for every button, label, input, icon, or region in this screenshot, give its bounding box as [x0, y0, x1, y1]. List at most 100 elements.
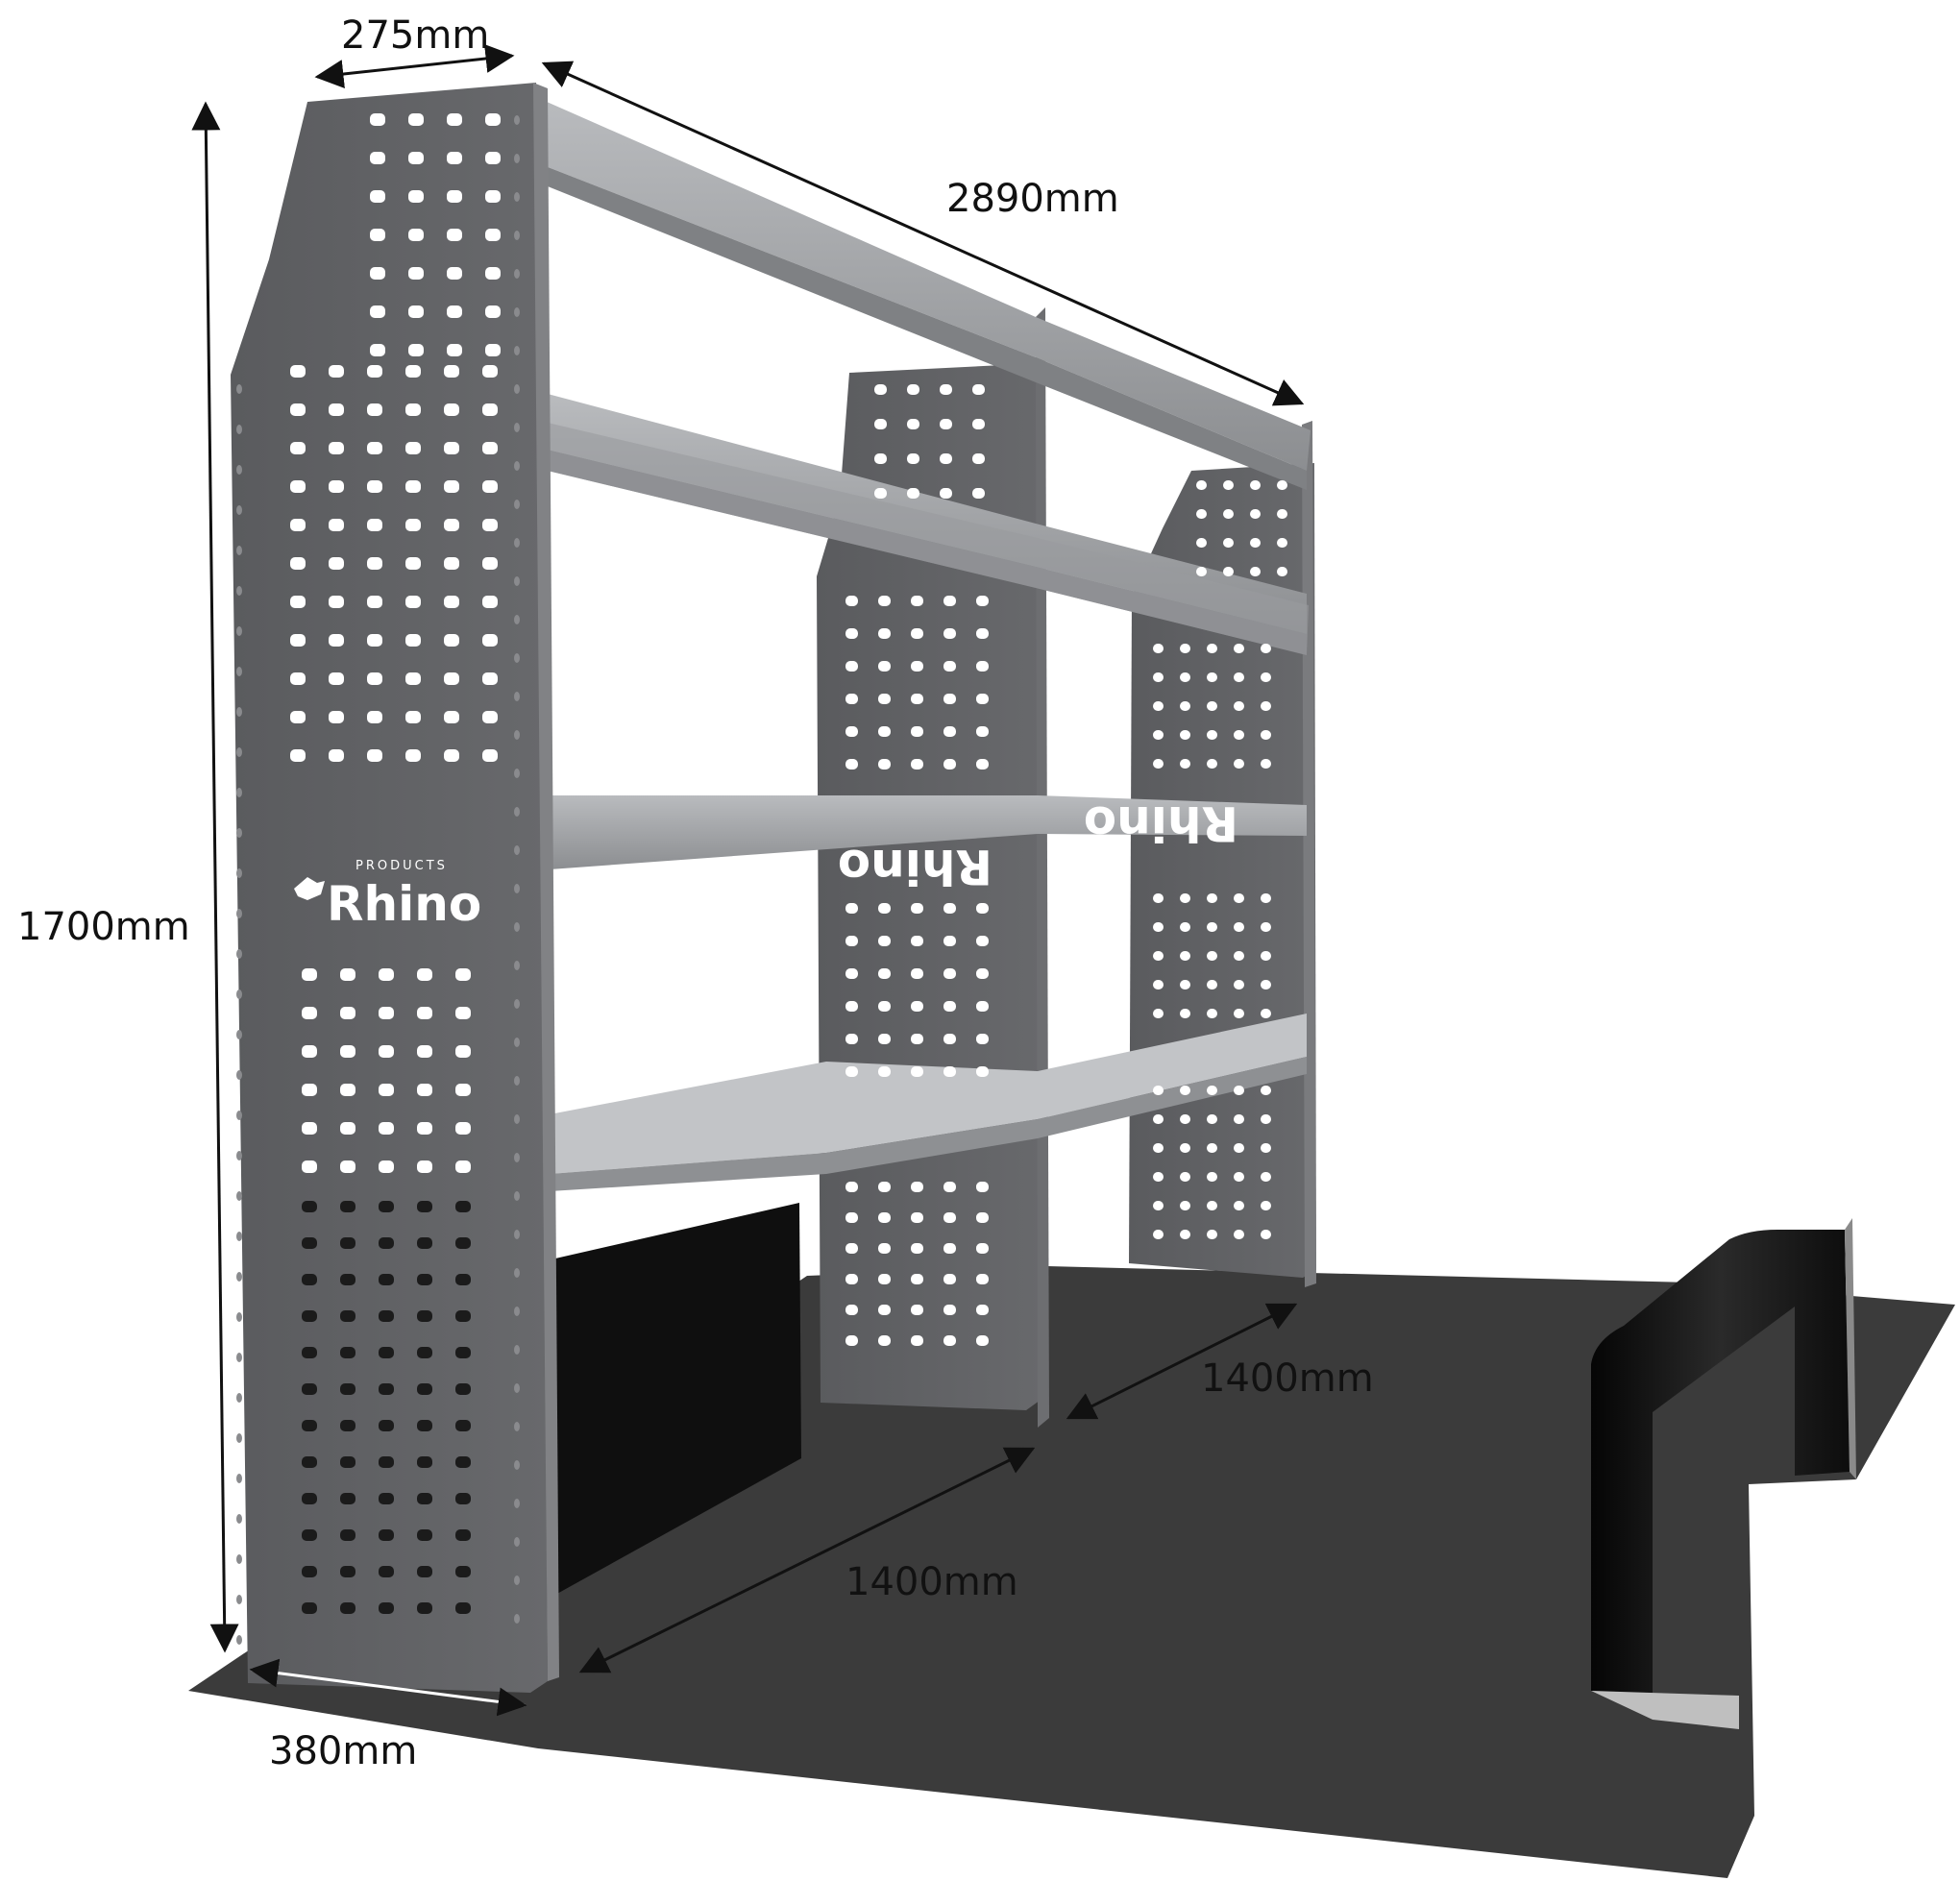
- perforation-hole: [340, 1045, 355, 1058]
- perforation-hole: [1234, 980, 1244, 989]
- perforation-slot: [514, 884, 520, 893]
- perforation-hole: [1234, 644, 1244, 653]
- perforation-hole: [290, 596, 306, 608]
- perforation-hole: [1180, 730, 1190, 740]
- perforation-slot: [514, 1076, 520, 1086]
- label-height: 1700mm: [17, 905, 190, 949]
- perforation-hole: [1207, 1114, 1217, 1124]
- perforation-hole: [482, 403, 498, 416]
- perforation-hole: [290, 519, 306, 531]
- perforation-hole: [329, 557, 344, 570]
- perforation-hole: [911, 1034, 923, 1044]
- perforation-hole: [943, 1243, 956, 1254]
- perforation-hole: [485, 190, 501, 203]
- perforation-hole: [1196, 538, 1207, 548]
- dim-line-top-depth: [314, 44, 515, 88]
- perforation-hole: [302, 1274, 317, 1285]
- perforation-hole: [874, 453, 887, 464]
- perforation-hole: [405, 403, 421, 416]
- perforation-hole: [1250, 509, 1261, 519]
- perforation-hole: [845, 1305, 858, 1315]
- perforation-hole: [455, 1310, 471, 1322]
- perforation-hole: [302, 1160, 317, 1173]
- perforation-hole: [367, 634, 382, 647]
- perforation-hole: [1153, 672, 1164, 682]
- perforation-hole: [907, 419, 919, 429]
- perforation-hole: [379, 1602, 394, 1614]
- perforation-hole: [1180, 1230, 1190, 1239]
- perforation-hole: [417, 1347, 432, 1358]
- perforation-slot: [514, 269, 520, 279]
- perforation-hole: [1234, 893, 1244, 903]
- perforation-hole: [911, 1066, 923, 1077]
- perforation-hole: [1207, 1201, 1217, 1210]
- perforation-slot: [236, 1030, 242, 1039]
- perforation-hole: [1153, 1230, 1164, 1239]
- perforation-hole: [405, 711, 421, 723]
- perforation-hole: [302, 1310, 317, 1322]
- perforation-hole: [417, 1529, 432, 1541]
- perforation-hole: [845, 1274, 858, 1284]
- perforation-hole: [1234, 672, 1244, 682]
- perforation-hole: [329, 365, 344, 378]
- perforation-hole: [302, 1007, 317, 1019]
- perforation-hole: [340, 1493, 355, 1504]
- perforation-hole: [379, 1347, 394, 1358]
- perforation-hole: [1223, 567, 1234, 576]
- perforation-hole: [290, 365, 306, 378]
- perforation-hole: [1234, 1201, 1244, 1210]
- perforation-hole: [340, 1347, 355, 1358]
- perforation-hole: [878, 1001, 891, 1012]
- perforation-hole: [976, 1212, 989, 1223]
- label-base-depth: 380mm: [269, 1729, 417, 1773]
- perforation-hole: [455, 1274, 471, 1285]
- perforation-hole: [911, 726, 923, 737]
- perforation-hole: [455, 1347, 471, 1358]
- perforation-hole: [1261, 1201, 1271, 1210]
- perforation-hole: [455, 1084, 471, 1096]
- perforation-hole: [370, 344, 385, 356]
- perforation-hole: [379, 1045, 394, 1058]
- front-end-panel: [231, 83, 548, 1693]
- perforation-hole: [1153, 1201, 1164, 1210]
- perforation-hole: [329, 519, 344, 531]
- perforation-hole: [455, 1237, 471, 1249]
- perforation-slot: [236, 949, 242, 959]
- perforation-slot: [514, 154, 520, 163]
- perforation-slot: [236, 747, 242, 757]
- perforation-hole: [329, 634, 344, 647]
- perforation-hole: [1261, 672, 1271, 682]
- perforation-hole: [911, 759, 923, 770]
- perforation-slot: [514, 1191, 520, 1201]
- perforation-slot: [514, 1614, 520, 1624]
- perforation-hole: [1153, 980, 1164, 989]
- perforation-hole: [1153, 1086, 1164, 1095]
- perforation-hole: [1180, 1009, 1190, 1018]
- perforation-hole: [1153, 1172, 1164, 1182]
- perforation-hole: [417, 1007, 432, 1019]
- perforation-hole: [329, 480, 344, 493]
- perforation-hole: [329, 442, 344, 454]
- perforation-hole: [878, 903, 891, 914]
- perforation-hole: [972, 453, 985, 464]
- perforation-slot: [514, 1307, 520, 1316]
- perforation-slot: [514, 1499, 520, 1508]
- perforation-slot: [236, 1232, 242, 1241]
- perforation-hole: [367, 672, 382, 685]
- perforation-slot: [236, 1393, 242, 1403]
- perforation-hole: [911, 596, 923, 606]
- perforation-hole: [444, 557, 459, 570]
- perforation-hole: [444, 403, 459, 416]
- perforation-slot: [236, 626, 242, 636]
- perforation-hole: [1180, 701, 1190, 711]
- perforation-hole: [444, 672, 459, 685]
- perforation-hole: [976, 1243, 989, 1254]
- perforation-hole: [370, 267, 385, 280]
- perforation-hole: [878, 596, 891, 606]
- perforation-slot: [236, 1514, 242, 1524]
- perforation-slot: [514, 1422, 520, 1431]
- brand-logo-rear: Rhino: [1084, 795, 1238, 851]
- perforation-hole: [340, 1310, 355, 1322]
- perforation-hole: [405, 519, 421, 531]
